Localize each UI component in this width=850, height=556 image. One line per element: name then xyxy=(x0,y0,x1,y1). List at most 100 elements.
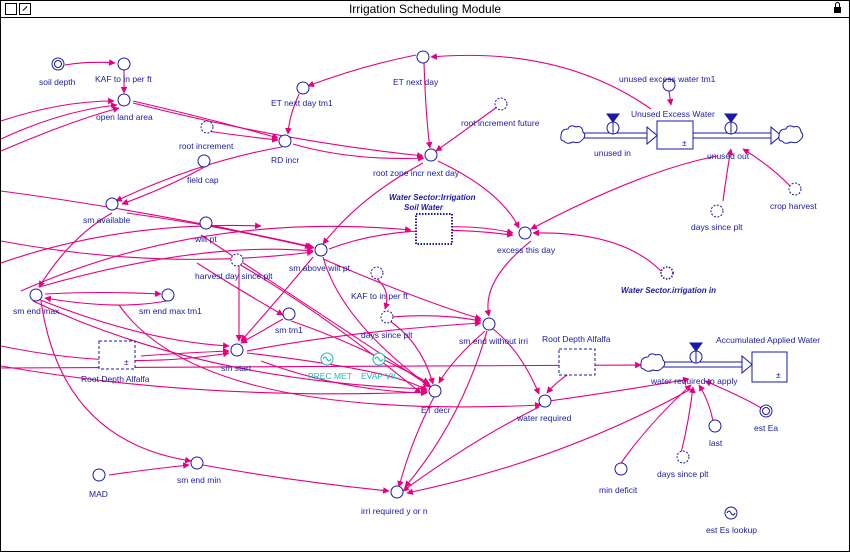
flow-valves[interactable] xyxy=(606,113,738,364)
link xyxy=(196,262,284,316)
close-box-icon[interactable] xyxy=(5,3,17,15)
label-unused-out: unused out xyxy=(707,151,750,161)
link xyxy=(132,100,279,140)
label-min-deficit: min deficit xyxy=(599,485,638,495)
link xyxy=(0,365,428,396)
node-est-ea xyxy=(759,404,773,418)
stock-ws-soil-water xyxy=(415,213,453,245)
link xyxy=(435,106,498,152)
source-sink-clouds xyxy=(560,125,804,372)
stock-unused-excess-water xyxy=(656,120,694,150)
link xyxy=(32,300,428,393)
label-days-since-plt-1: days since plt xyxy=(691,222,743,232)
node-crop-harvest xyxy=(788,182,802,196)
label-prec-met: PREC MET xyxy=(308,371,352,381)
label-irri-required-y-or-n: irri required y or n xyxy=(361,506,428,516)
lock-icon[interactable] xyxy=(834,2,841,13)
node-water-required xyxy=(538,394,552,408)
link xyxy=(44,290,162,297)
stock-flow-diagram: soil depth KAF to in per ft open land ar… xyxy=(0,50,820,535)
stock-sign: ± xyxy=(124,357,129,367)
link xyxy=(206,130,279,143)
label-wilt-pt: wilt pt xyxy=(194,234,217,244)
link xyxy=(64,59,116,66)
label-open-land-area: open land area xyxy=(96,112,153,122)
label-root-depth-alfalfa-1: Root Depth Alfalfa xyxy=(81,374,150,384)
node-labels: soil depth KAF to in per ft open land ar… xyxy=(13,74,820,535)
link xyxy=(402,406,540,492)
cloud-icon xyxy=(560,125,586,144)
link xyxy=(20,225,412,292)
link xyxy=(307,54,417,87)
node-root-increment xyxy=(200,120,214,134)
flow-arrowheads xyxy=(646,125,782,375)
link xyxy=(484,240,532,317)
link xyxy=(397,394,436,488)
link xyxy=(404,330,488,488)
label-sm-above-wilt-pt: sm above wilt pt xyxy=(289,263,351,273)
link xyxy=(0,97,115,122)
stock-signs: ± ± ± xyxy=(124,138,781,380)
node-last xyxy=(708,419,722,433)
link xyxy=(430,53,652,110)
link xyxy=(423,62,433,149)
label-excess-this-day: excess this day xyxy=(497,245,556,255)
cloud-icon xyxy=(640,353,666,372)
link xyxy=(38,247,314,288)
link xyxy=(322,256,430,387)
node-sm-above-wilt-pt xyxy=(314,243,328,257)
link xyxy=(0,361,642,369)
node-sm-end-min xyxy=(190,456,204,470)
label-unused-excess-water: Unused Excess Water xyxy=(631,109,715,119)
link xyxy=(0,102,118,140)
link xyxy=(126,212,315,250)
link xyxy=(40,300,192,464)
link xyxy=(0,222,262,264)
label-ws-soil-water-2: Soil Water xyxy=(404,203,444,212)
zoom-box-icon[interactable] xyxy=(19,3,31,15)
label-ws-irrigation-in: Water Sector.irrigation in xyxy=(621,286,716,295)
link xyxy=(438,330,486,384)
link xyxy=(742,148,792,188)
node-open-land-area xyxy=(117,93,131,107)
node-et-decr xyxy=(428,384,442,398)
link xyxy=(437,160,520,229)
node-root-increment-future xyxy=(494,97,508,111)
stocks[interactable] xyxy=(98,120,788,383)
link xyxy=(530,155,718,230)
node-et-next-day xyxy=(416,50,430,64)
auxiliaries[interactable] xyxy=(29,50,802,520)
link xyxy=(200,234,432,388)
label-est-ea: est Ea xyxy=(754,423,778,433)
node-root-zone-incr-next-day xyxy=(424,148,438,162)
node-min-deficit xyxy=(614,462,628,476)
diagram-canvas: soil depth KAF to in per ft open land ar… xyxy=(0,18,849,551)
label-sm-end-max: sm end max xyxy=(13,306,60,316)
link xyxy=(44,295,172,306)
label-root-increment: root increment xyxy=(179,141,234,151)
label-field-cap: field cap xyxy=(187,175,219,185)
label-soil-depth: soil depth xyxy=(39,77,76,87)
flow-pipes xyxy=(574,132,776,368)
stock-accumulated-applied-water xyxy=(751,351,788,383)
label-harvest-day-since-plt: harvest day since plt xyxy=(195,271,273,281)
node-et-next-day-tm1 xyxy=(296,81,310,95)
node-sm-end-without-irri xyxy=(482,317,496,331)
link xyxy=(532,229,662,272)
link xyxy=(722,148,734,202)
link xyxy=(322,162,424,245)
link xyxy=(140,347,230,357)
window-title: Irrigation Scheduling Module xyxy=(348,2,502,16)
link xyxy=(680,386,696,454)
link xyxy=(38,212,113,288)
link xyxy=(260,360,428,397)
ghost-converters[interactable] xyxy=(320,352,386,366)
label-est-es-lookup: est Es lookup xyxy=(706,525,757,535)
link xyxy=(236,262,422,394)
node-days-since-plt-2 xyxy=(380,310,394,324)
link xyxy=(121,164,209,206)
link xyxy=(246,320,482,352)
connector-links xyxy=(0,53,792,496)
label-mad: MAD xyxy=(89,489,108,499)
